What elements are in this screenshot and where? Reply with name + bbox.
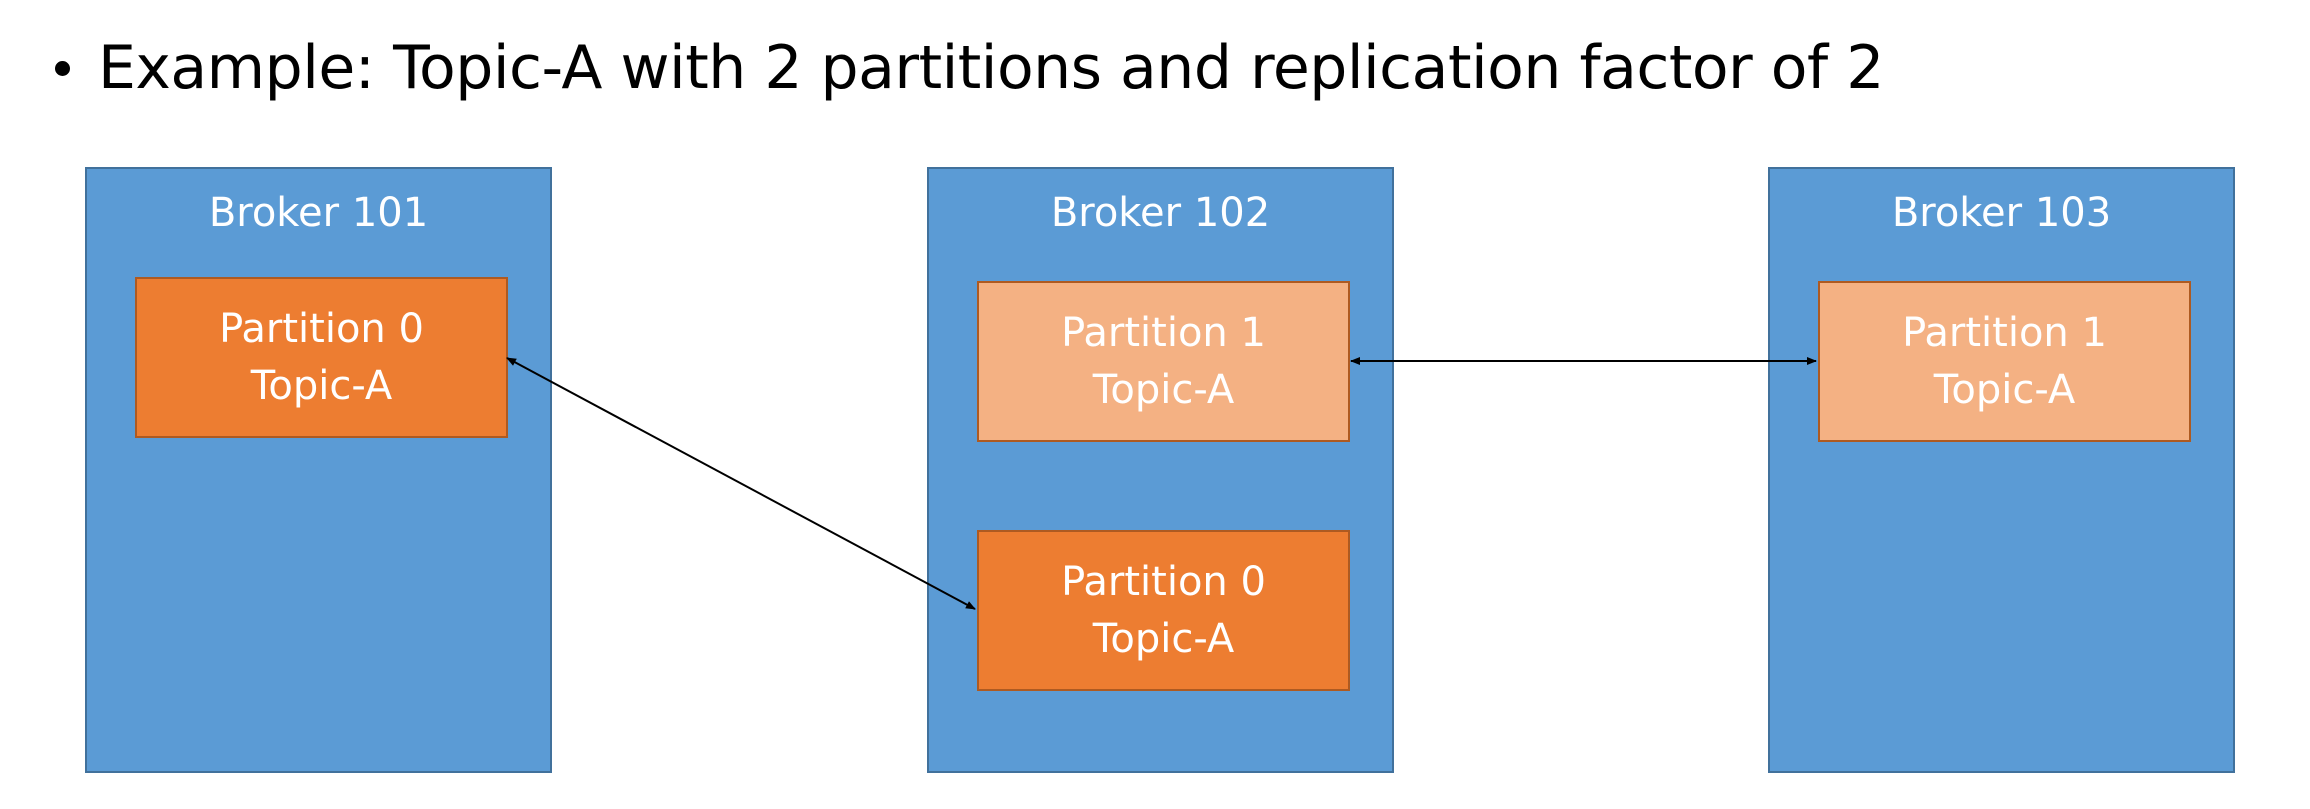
partition-label: Partition 0 [1061, 558, 1266, 605]
broker-title: Broker 102 [1050, 190, 1271, 236]
broker-102: Broker 102 Partition 1 Topic-A Partition… [927, 167, 1394, 773]
partition-1-box: Partition 1 Topic-A [1818, 281, 2191, 442]
broker-103: Broker 103 Partition 1 Topic-A [1768, 167, 2235, 773]
topic-label: Topic-A [1092, 366, 1235, 413]
partition-label: Partition 1 [1061, 309, 1266, 356]
bullet-point: Example: Topic-A with 2 partitions and r… [55, 28, 1884, 108]
partition-1-box: Partition 1 Topic-A [977, 281, 1350, 442]
partition-0-replication-arrow [506, 357, 976, 610]
bullet-text: Example: Topic-A with 2 partitions and r… [98, 33, 1884, 103]
broker-101: Broker 101 Partition 0 Topic-A [85, 167, 552, 773]
topic-label: Topic-A [250, 362, 393, 409]
topic-label: Topic-A [1933, 366, 2076, 413]
bullet-dot-icon [55, 60, 70, 76]
broker-title: Broker 101 [208, 190, 429, 236]
partition-0-box: Partition 0 Topic-A [135, 277, 508, 438]
partition-label: Partition 1 [1902, 309, 2107, 356]
topic-label: Topic-A [1092, 615, 1235, 662]
broker-title: Broker 103 [1891, 190, 2112, 236]
partition-0-box: Partition 0 Topic-A [977, 530, 1350, 691]
partition-label: Partition 0 [219, 305, 424, 352]
